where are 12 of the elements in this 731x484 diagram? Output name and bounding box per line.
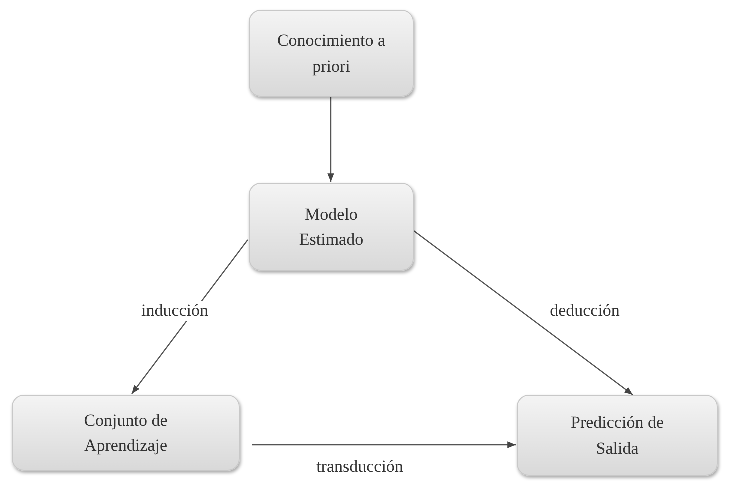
node-label: Conocimiento a priori bbox=[276, 30, 387, 78]
arrow bbox=[328, 97, 334, 182]
process-box bbox=[12, 395, 240, 471]
arrow bbox=[252, 442, 516, 448]
process-box bbox=[517, 395, 718, 476]
edge-label: inducción bbox=[139, 301, 211, 321]
node-label: Predicción de Salida bbox=[570, 412, 665, 460]
arrow bbox=[414, 230, 634, 396]
node-label: Conjunto de Aprendizaje bbox=[83, 410, 169, 457]
process-box bbox=[249, 183, 414, 271]
node-label: Modelo Estimado bbox=[298, 204, 365, 251]
process-box bbox=[249, 10, 414, 97]
